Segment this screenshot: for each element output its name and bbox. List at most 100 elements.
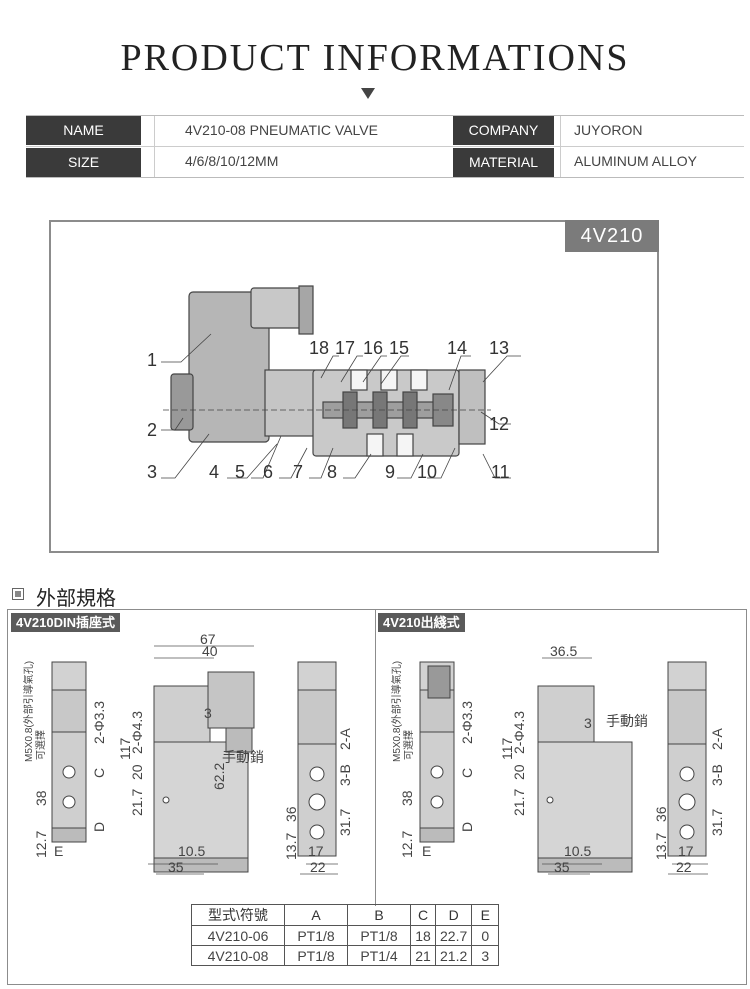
manual-pin-label: 手動銷 <box>222 749 264 765</box>
callout-9: 9 <box>385 462 395 482</box>
table-cell: PT1/8 <box>284 925 348 946</box>
external-spec-title: 外部規格 <box>36 588 116 610</box>
callout-16: 16 <box>363 338 383 358</box>
dimension-drawings-panel: 4V210DIN插座式 4V210出綫式 <box>7 609 747 985</box>
panel-divider <box>375 610 376 906</box>
dim-38-wire: 38 <box>399 790 415 806</box>
spec-label-material: MATERIAL <box>453 148 554 177</box>
table-header-row: 型式\符號 A B C D E <box>191 904 500 926</box>
pilot-body <box>264 369 316 437</box>
spec-value-company: JUYORON <box>574 122 643 138</box>
callout-1: 1 <box>147 350 157 370</box>
model-tag: 4V210 <box>565 220 659 252</box>
dim-36-wire: 36 <box>653 806 669 822</box>
down-arrow-icon <box>361 88 375 99</box>
table-cell: PT1/8 <box>347 925 411 946</box>
spec-value-name: 4V210-08 PNEUMATIC VALVE <box>185 122 378 138</box>
callout-4: 4 <box>209 462 219 482</box>
callout-7: 7 <box>293 462 303 482</box>
table-cell: 3 <box>471 945 500 966</box>
coil-housing <box>188 291 270 443</box>
table-cell: 22.7 <box>434 925 473 946</box>
callout-13: 13 <box>489 338 509 358</box>
port <box>410 369 428 391</box>
connector-nut <box>298 285 314 335</box>
port <box>350 369 368 391</box>
port <box>380 369 398 391</box>
table-divider <box>154 116 155 177</box>
dim-12-7-wire: 12.7 <box>399 831 415 858</box>
table-row: 4V210-08 PT1/8 PT1/4 21 21.2 3 <box>191 945 500 966</box>
callout-2: 2 <box>147 420 157 440</box>
dim-17: 17 <box>308 843 324 859</box>
dim-13-7: 13.7 <box>283 833 299 860</box>
spec-label-size: SIZE <box>26 148 141 177</box>
table-divider <box>560 116 561 177</box>
coil-cap <box>170 373 194 431</box>
callout-5: 5 <box>235 462 245 482</box>
dim-20-wire: 20 <box>511 764 527 780</box>
dim-C-wire: C <box>459 768 475 778</box>
manual-pin-label-wire: 手動銷 <box>606 713 648 729</box>
dim-62-2: 62.2 <box>211 763 227 790</box>
external-pilot-port-note-wire: M5X0.8(外部引導氣孔) <box>390 661 403 762</box>
port <box>396 433 414 457</box>
dim-3: 3 <box>204 705 212 721</box>
square-bullet-icon <box>12 588 24 600</box>
dim-117: 117 <box>117 737 133 760</box>
dim-C: C <box>91 768 107 778</box>
model-dimension-table: 型式\符號 A B C D E 4V210-06 PT1/8 PT1/8 18 … <box>191 904 500 966</box>
table-cell: 0 <box>471 925 500 946</box>
callout-6: 6 <box>263 462 273 482</box>
col-header: A <box>284 904 348 926</box>
dim-38: 38 <box>33 790 49 806</box>
valve-cross-section-drawing: 1 2 3 4 5 6 7 8 9 10 11 12 13 14 15 16 1… <box>147 285 521 482</box>
dim-3-B: 3-B <box>337 764 353 786</box>
page-title: PRODUCT INFORMATIONS <box>120 37 630 79</box>
dim-22-wire: 22 <box>676 859 692 875</box>
dim-10-5: 10.5 <box>178 843 205 859</box>
callout-14: 14 <box>447 338 467 358</box>
callout-3: 3 <box>147 462 157 482</box>
spec-label-company: COMPANY <box>453 116 554 145</box>
table-row: 4V210-06 PT1/8 PT1/8 18 22.7 0 <box>191 925 500 946</box>
cross-section-panel: 4V210 <box>49 220 659 553</box>
dim-117-wire: 117 <box>499 737 515 760</box>
end-cap <box>458 369 486 445</box>
dim-E: E <box>54 843 63 859</box>
table-cell: 21 <box>410 945 436 966</box>
table-cell: 4V210-08 <box>191 945 285 966</box>
optional-note-wire: 可選擇 <box>402 730 415 760</box>
dim-2-phi3-3: 2-Φ3.3 <box>91 701 107 744</box>
dim-2-A-wire: 2-A <box>709 728 725 750</box>
dim-31-7: 31.7 <box>337 809 353 836</box>
callout-11: 11 <box>491 462 510 482</box>
col-header: B <box>347 904 411 926</box>
table-divider <box>26 146 744 147</box>
dim-22: 22 <box>310 859 326 875</box>
din-type-tag: 4V210DIN插座式 <box>11 613 120 632</box>
dim-40: 40 <box>202 643 218 659</box>
callout-10: 10 <box>417 462 437 482</box>
dimension-drawings: 67 40 3 手動銷 10.5 35 17 22 E 117 2-Φ4.3 2… <box>22 631 725 875</box>
dim-31-7-wire: 31.7 <box>709 809 725 836</box>
dim-17-wire: 17 <box>678 843 694 859</box>
table-cell: 4V210-06 <box>191 925 285 946</box>
callout-17: 17 <box>335 338 355 358</box>
col-header: D <box>434 904 473 926</box>
dim-21-7: 21.7 <box>129 789 145 816</box>
col-header: E <box>471 904 500 926</box>
dim-13-7-wire: 13.7 <box>653 833 669 860</box>
dim-36: 36 <box>283 806 299 822</box>
dim-3-B-wire: 3-B <box>709 764 725 786</box>
callout-8: 8 <box>327 462 337 482</box>
table-cell: PT1/4 <box>347 945 411 966</box>
external-pilot-port-note: M5X0.8(外部引導氣孔) <box>22 661 35 762</box>
dim-D-wire: D <box>459 822 475 832</box>
dim-2-phi4-3-wire: 2-Φ4.3 <box>511 711 527 754</box>
spec-label-name: NAME <box>26 116 141 145</box>
col-header: C <box>410 904 436 926</box>
dim-E-wire: E <box>422 843 431 859</box>
spec-value-material: ALUMINUM ALLOY <box>574 153 697 169</box>
dim-10-5-wire: 10.5 <box>564 843 591 859</box>
